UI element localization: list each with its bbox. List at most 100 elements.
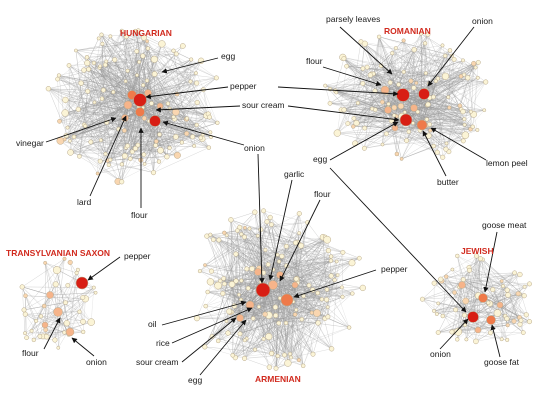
hungarian-edge [70, 124, 197, 153]
hungarian-edge [154, 120, 197, 126]
saxon-node [43, 333, 50, 340]
romanian-edge [371, 74, 383, 103]
saxon-edge [45, 262, 65, 333]
hungarian-edge [144, 108, 171, 165]
saxon-edge [49, 292, 96, 296]
armenian-node [215, 338, 221, 344]
jewish-edge [475, 332, 491, 342]
romanian-edge [353, 109, 389, 119]
romanian-edge [335, 90, 358, 104]
romanian-edge [387, 63, 474, 111]
armenian-edge [237, 230, 296, 243]
jewish-edge [446, 259, 483, 277]
jewish-edge [446, 276, 474, 318]
romanian-edge [342, 57, 404, 73]
jewish-edge [461, 284, 527, 315]
hungarian-node [135, 28, 141, 34]
armenian-node [252, 347, 258, 352]
hungarian-node [98, 64, 102, 69]
armenian-hub-node [291, 281, 299, 289]
jewish-node [499, 337, 504, 342]
armenian-edge [279, 258, 360, 262]
hungarian-edge [59, 36, 127, 122]
romanian-edge [342, 57, 368, 68]
hungarian-edge [136, 51, 195, 146]
hungarian-node [78, 80, 84, 86]
romanian-edge [402, 55, 453, 96]
armenian-node [293, 276, 299, 282]
hungarian-node [173, 51, 179, 57]
armenian-node [256, 304, 261, 309]
jewish-edge [502, 286, 508, 319]
armenian-node [301, 293, 306, 299]
saxon-edge [22, 286, 51, 296]
armenian-edge [265, 249, 327, 290]
romanian-node [361, 40, 368, 47]
saxon-node [81, 329, 86, 335]
jewish-edge [501, 272, 515, 282]
hungarian-node [154, 139, 159, 144]
romanian-node [392, 113, 397, 118]
hungarian-edge [86, 57, 122, 182]
hungarian-edge [121, 108, 171, 182]
romanian-edge [420, 129, 466, 136]
jewish-node [522, 284, 527, 289]
saxon-edge [45, 298, 86, 336]
armenian-node [216, 237, 222, 243]
romanian-edge [472, 77, 478, 127]
hungarian-edge [94, 102, 129, 106]
romanian-edge [386, 92, 423, 126]
armenian-edge [210, 234, 274, 286]
romanian-edge [421, 59, 455, 126]
armenian-edge [212, 332, 229, 337]
saxon-node [65, 282, 71, 288]
armenian-edge [296, 278, 350, 328]
armenian-hub-node [245, 300, 255, 310]
hungarian-node [190, 134, 196, 140]
saxon-node [43, 327, 49, 333]
saxon-node [56, 345, 61, 350]
armenian-node [325, 305, 330, 309]
hungarian-edge [87, 41, 148, 64]
armenian-edge [244, 358, 270, 368]
romanian-node [465, 75, 471, 81]
armenian-node [243, 225, 247, 230]
hungarian-node [57, 118, 62, 124]
hungarian-edge [79, 156, 122, 182]
jewish-edge [422, 284, 463, 300]
armenian-node [265, 333, 273, 341]
armenian-edge [235, 304, 251, 358]
armenian-oil-arrow [161, 300, 247, 326]
armenian-edge [244, 227, 314, 355]
transylvanian-saxon-label-onion: onion [86, 357, 107, 367]
hungarian-node [198, 135, 204, 141]
jewish-edge [482, 286, 525, 299]
hungarian-edge [131, 59, 192, 96]
armenian-node [288, 351, 293, 356]
saxon-node [52, 281, 59, 288]
romanian-node [424, 117, 429, 122]
romanian-edge [394, 127, 431, 131]
armenian-edge [270, 217, 287, 324]
armenian-edge [220, 280, 327, 300]
jewish-edge [475, 286, 504, 342]
hungarian-hub-node [149, 115, 161, 127]
hungarian-edge [143, 119, 187, 155]
hungarian-node [128, 156, 133, 161]
romanian-lemon-peel-arrow [430, 127, 487, 161]
romanian-edge [429, 96, 434, 125]
jewish-node [461, 312, 468, 318]
saxon-edge [45, 262, 51, 296]
hungarian-node [56, 73, 61, 78]
hungarian-node [157, 147, 164, 154]
romanian-edge [336, 53, 393, 93]
hungarian-node [173, 134, 179, 140]
armenian-edge [196, 291, 208, 319]
jewish-edge [461, 274, 520, 286]
jewish-hub-node [486, 315, 496, 325]
hungarian-edge [139, 111, 175, 120]
romanian-edge [386, 133, 407, 141]
hungarian-edge [190, 77, 217, 82]
saxon-edge [55, 284, 92, 323]
romanian-node [440, 43, 445, 48]
